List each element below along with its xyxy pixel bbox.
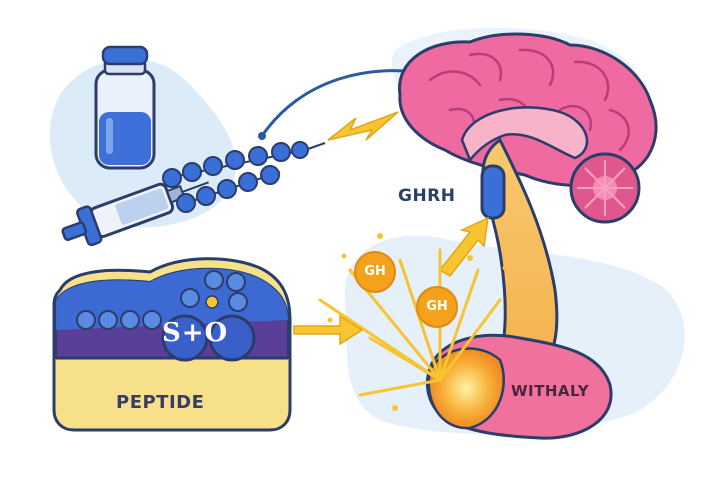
gh-ball-2 — [416, 286, 458, 328]
gh-ball-1 — [354, 251, 396, 293]
vial-icon — [94, 45, 156, 170]
gh-label-2: GH — [426, 299, 448, 314]
arrow-peptide-to-gh — [293, 314, 364, 346]
ghrh-label: GHRH — [398, 186, 456, 206]
lightning-icon — [327, 111, 399, 141]
arrow-yellow-up — [438, 216, 489, 277]
peptide-panel-beads — [76, 270, 256, 362]
molecule-label: S+O — [162, 318, 229, 348]
peptide-bead-chain — [162, 141, 326, 213]
brain-icon — [398, 32, 658, 187]
pituitary-label: WITHALY — [511, 382, 590, 400]
arrow-start-dot — [258, 132, 266, 140]
gh-burst-dots — [327, 233, 508, 411]
gh-label-1: GH — [364, 264, 386, 279]
hypothalamus-connector — [480, 164, 506, 220]
cerebellum — [569, 152, 641, 224]
peptide-label: PEPTIDE — [116, 392, 205, 413]
